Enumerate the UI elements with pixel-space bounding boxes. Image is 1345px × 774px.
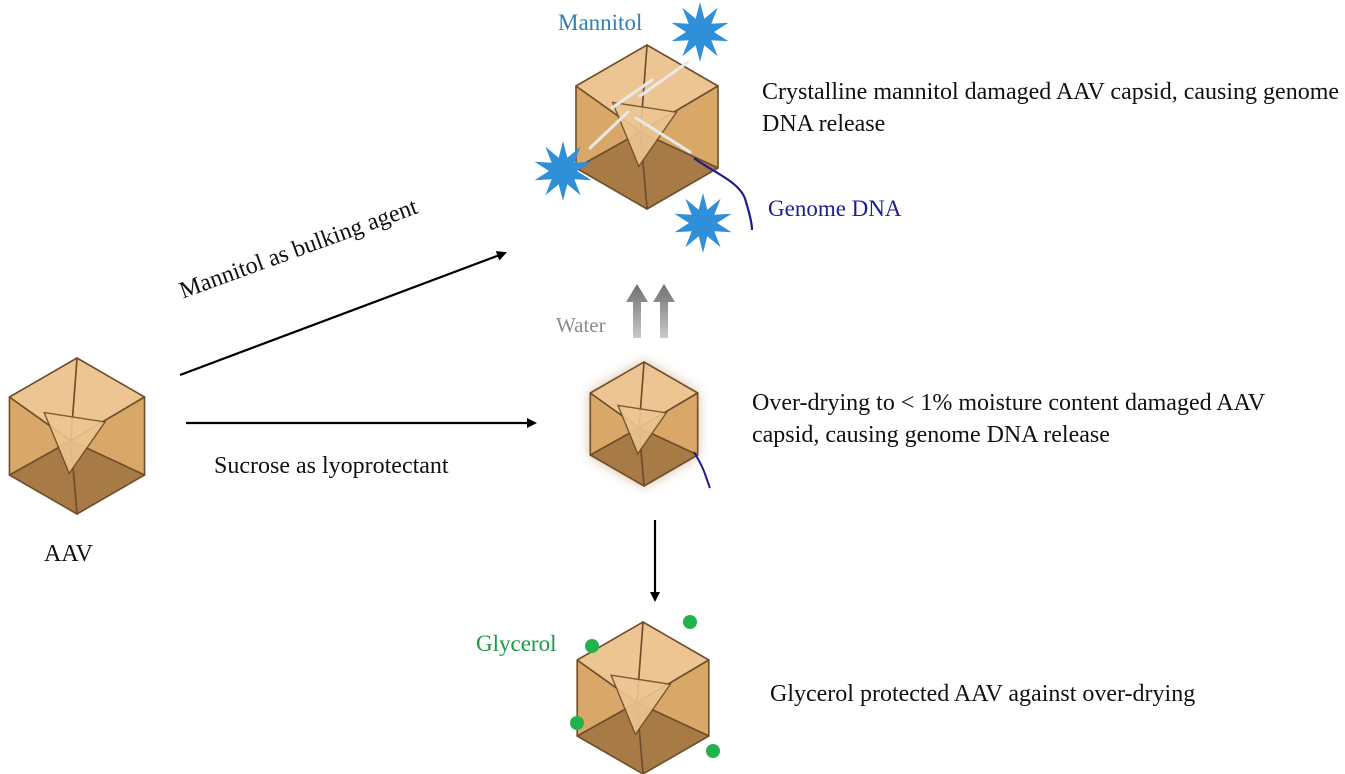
water-evaporation-arrows-icon (626, 284, 675, 338)
glycerol-molecule-icon (570, 716, 584, 730)
glycerol-molecule-icon (683, 615, 697, 629)
aav-label: AAV (44, 541, 93, 567)
glycerol-molecule-icon (585, 639, 599, 653)
glycerol-protection-description: Glycerol protected AAV against over-dryi… (770, 681, 1196, 707)
mannitol-label: Mannitol (558, 10, 643, 35)
water-label: Water (556, 313, 606, 337)
mannitol-crystal-icon (674, 193, 732, 253)
over-drying-damage-description: Over-drying to < 1% moisture content dam… (752, 390, 1265, 448)
glycerol-molecule-icon (706, 744, 720, 758)
genome-dna-label: Genome DNA (768, 196, 902, 221)
mannitol-pathway-arrow (179, 251, 507, 377)
sucrose-pathway-label: Sucrose as lyoprotectant (214, 453, 449, 479)
glycerol-label: Glycerol (476, 631, 557, 656)
mannitol-crystal-icon (671, 2, 729, 62)
genome-dna-strand (693, 157, 754, 231)
mannitol-crystal-icon (534, 141, 592, 201)
aav-capsid (8, 357, 146, 515)
over-dried-capsid (589, 361, 699, 487)
mannitol-crystal-needles (588, 60, 692, 154)
genome-dna-strand-small (693, 451, 711, 489)
mannitol-damage-description: Crystalline mannitol damaged AAV capsid,… (762, 79, 1340, 137)
damaged-capsid-mannitol (575, 44, 719, 210)
glycerol-protected-capsid (576, 621, 710, 774)
